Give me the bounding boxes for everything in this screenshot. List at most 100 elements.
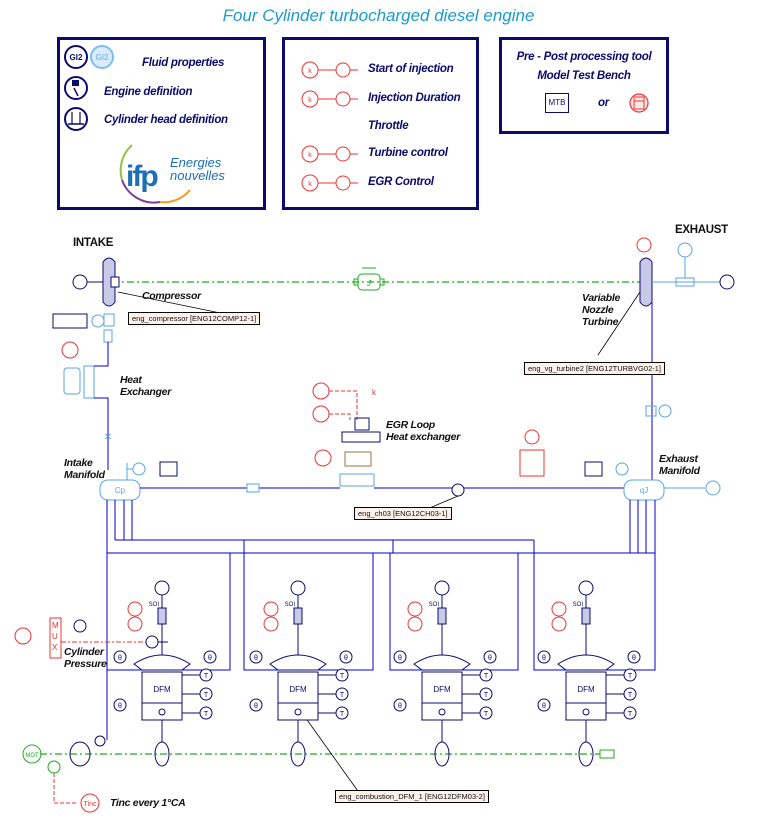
intake-manifold-symbol: Cp: [115, 486, 126, 495]
temperature-sensor-icon[interactable]: [623, 687, 637, 701]
combustion-model-label: DFM: [433, 685, 451, 694]
turbo-inertia-icon[interactable]: [353, 267, 385, 291]
egr-constant-icon: [314, 449, 332, 467]
egr-cooler-group: [312, 382, 358, 467]
turbine-tag[interactable]: eng_vg_turbine2 [ENG12TURBVG02-1]: [524, 362, 665, 375]
intake-wall-temp-icon[interactable]: [249, 650, 263, 664]
temperature-sensor-icon[interactable]: [479, 668, 493, 682]
engine-definition-icon[interactable]: [64, 76, 88, 100]
intake-boundary-icon[interactable]: [72, 274, 103, 290]
temperature-symbol: T: [628, 673, 633, 680]
soi-input-icon[interactable]: [263, 601, 279, 617]
intake-manifold-valve-icon: [159, 461, 178, 477]
svg-text:GI2: GI2: [96, 53, 109, 62]
flow-sensor-icon[interactable]: [578, 580, 594, 596]
mtb-button[interactable]: MTB: [545, 93, 569, 113]
legend-box-definitions: GI2 GI2 ifp Fluid properties Engine defi…: [57, 37, 266, 210]
tinc-icon: [80, 793, 100, 813]
page-title: Four Cylinder turbocharged diesel engine: [222, 6, 535, 25]
flow-sensor-icon[interactable]: [434, 580, 450, 596]
cylinder-block-icon[interactable]: [565, 671, 607, 721]
temperature-sensor-icon[interactable]: [335, 706, 349, 720]
runner-lines: [106, 500, 656, 740]
injector-icon[interactable]: [157, 607, 167, 625]
cylinder-wall-temp-icon[interactable]: [393, 698, 407, 712]
legend-box-controls: k k k k Start of injection Injection Dur…: [282, 37, 479, 210]
exhaust-temp-icon: [705, 480, 721, 496]
intake-wall-temp-icon[interactable]: [393, 650, 407, 664]
soi-label: SOI: [149, 602, 160, 608]
exhaust-manifold-label-line: Manifold: [659, 465, 700, 477]
temperature-sensor-icon[interactable]: [479, 706, 493, 720]
exhaust-wall-temp-icon[interactable]: [339, 650, 353, 664]
model-test-bench-title: Model Test Bench: [537, 70, 631, 82]
injector-icon[interactable]: [437, 607, 447, 625]
theta-symbol: θ: [118, 703, 122, 710]
injector-icon[interactable]: [581, 607, 591, 625]
temperature-sensor-icon[interactable]: [335, 687, 349, 701]
cylinder-pressure-label: Cylinder Pressure: [64, 646, 107, 670]
compressor-tag[interactable]: eng_compressor [ENG12COMP12-1]: [128, 312, 261, 325]
egr-valve-icon[interactable]: [341, 417, 381, 443]
mux-label: MUX: [52, 621, 59, 652]
soi-input-icon[interactable]: [551, 601, 567, 617]
cylinder-wall-temp-icon[interactable]: [249, 698, 263, 712]
temperature-sensor-icon[interactable]: [199, 706, 213, 720]
injection-duration-input-icon[interactable]: [127, 616, 143, 632]
temperature-sensor-icon[interactable]: [199, 687, 213, 701]
cylinder-head-icon[interactable]: [557, 654, 615, 671]
exhaust-boundary-group: [652, 242, 720, 287]
injection-duration-input-icon[interactable]: [551, 616, 567, 632]
cylinder-block-icon[interactable]: [141, 671, 183, 721]
temperature-sensor-icon[interactable]: [199, 668, 213, 682]
flywheel-icon[interactable]: [69, 735, 106, 767]
cylinder-block-icon[interactable]: [421, 671, 463, 721]
temperature-sensor-icon[interactable]: [623, 668, 637, 682]
shaft-end-icon: [599, 749, 615, 759]
cylinder-wall-temp-icon[interactable]: [113, 698, 127, 712]
chamber-tag[interactable]: eng_ch03 [ENG12CH03-1]: [354, 507, 452, 520]
legend-control-symbols: k k k k: [301, 61, 358, 192]
injector-icon[interactable]: [293, 607, 303, 625]
temperature-symbol: T: [484, 711, 489, 718]
intake-manifold-label-line: Manifold: [64, 469, 105, 481]
theta-symbol: θ: [632, 655, 636, 662]
intake-throttle-group: [52, 313, 115, 399]
exhaust-wall-temp-icon[interactable]: [483, 650, 497, 664]
injection-duration-input-icon[interactable]: [263, 616, 279, 632]
calculator-icon[interactable]: [502, 40, 672, 137]
flow-sensor-icon[interactable]: [290, 580, 306, 596]
flow-sensor-icon[interactable]: [154, 580, 170, 596]
exhaust-wall-temp-icon[interactable]: [203, 650, 217, 664]
theta-symbol: θ: [398, 703, 402, 710]
temperature-sensor-icon[interactable]: [335, 668, 349, 682]
temperature-symbol: T: [628, 692, 633, 699]
exhaust-label: EXHAUST: [675, 224, 728, 236]
theta-symbol: θ: [254, 703, 258, 710]
legend-label-egr-control: EGR Control: [368, 176, 434, 188]
cylinder-head-definition-icon[interactable]: [64, 107, 88, 131]
injection-duration-input-icon[interactable]: [407, 616, 423, 632]
cylinder-head-icon[interactable]: [413, 654, 471, 671]
cylinder-head-icon[interactable]: [269, 654, 327, 671]
inertia-symbol: J: [366, 279, 372, 288]
temperature-sensor-icon[interactable]: [479, 687, 493, 701]
compressor-icon[interactable]: [102, 257, 120, 307]
soi-label: SOI: [429, 602, 440, 608]
cylinder-wall-temp-icon[interactable]: [537, 698, 551, 712]
sensor-theta-icon: [73, 619, 87, 633]
legend-label-start-of-injection: Start of injection: [368, 63, 454, 75]
cylinder-block-icon[interactable]: [277, 671, 319, 721]
intake-wall-temp-icon[interactable]: [537, 650, 551, 664]
soi-input-icon[interactable]: [127, 601, 143, 617]
fluid-properties-icon[interactable]: GI2 GI2: [64, 45, 114, 69]
soi-input-icon[interactable]: [407, 601, 423, 617]
intake-wall-temp-icon[interactable]: [113, 650, 127, 664]
tinc-label: Tinc: [84, 801, 97, 808]
combustion-tag[interactable]: eng_combustion_DFM_1 [ENG12DFM03-2]: [335, 790, 489, 803]
cylinder-head-icon[interactable]: [133, 654, 191, 671]
intake-manifold-icon[interactable]: [99, 479, 141, 501]
temperature-sensor-icon[interactable]: [623, 706, 637, 720]
exhaust-wall-temp-icon[interactable]: [627, 650, 641, 664]
